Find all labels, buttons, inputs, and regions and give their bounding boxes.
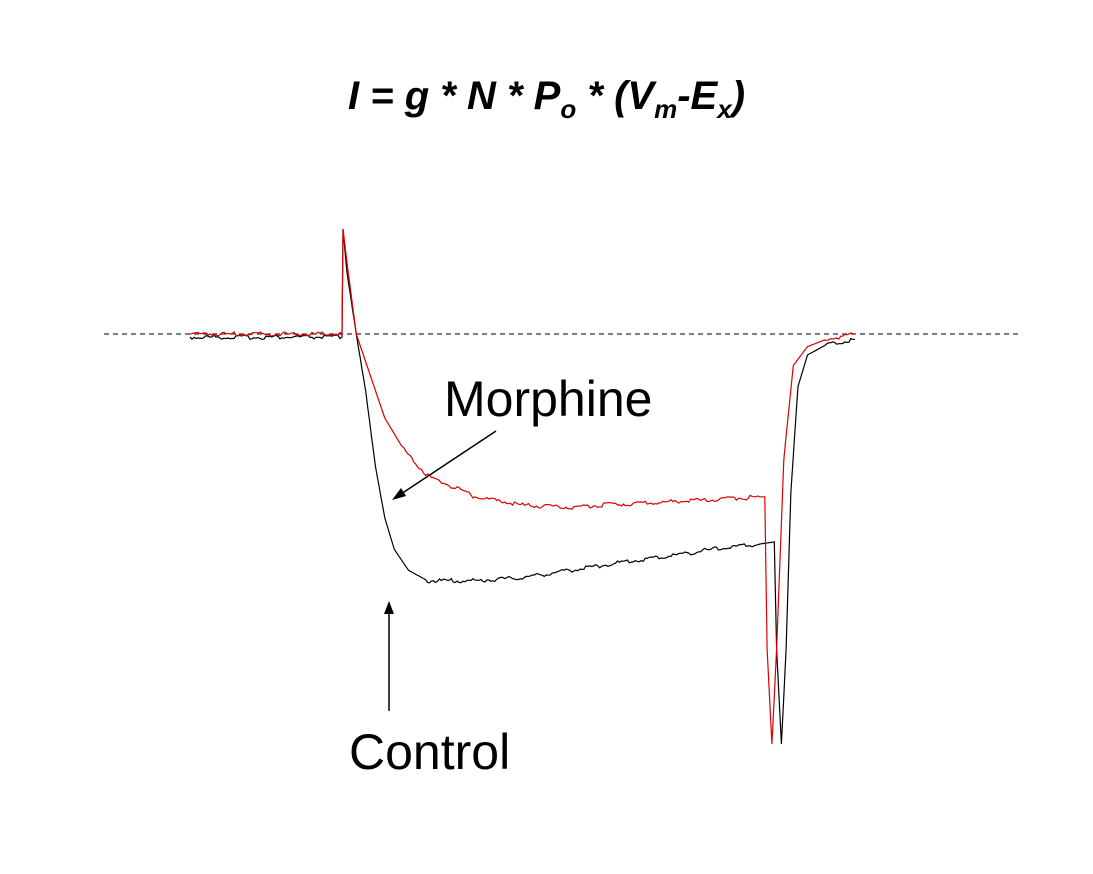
eq-reversal: E bbox=[690, 74, 718, 118]
eq-voltage-sub: m bbox=[654, 94, 678, 124]
eq-channels: N bbox=[466, 74, 496, 118]
annotation-morphine: Morphine bbox=[444, 371, 653, 427]
trace-morphine bbox=[189, 228, 855, 745]
eq-open-prob-sub: o bbox=[560, 94, 577, 124]
eq-reversal-sub: x bbox=[717, 94, 732, 124]
eq-times: * bbox=[587, 74, 603, 118]
eq-conductance: g bbox=[404, 74, 430, 118]
morphine-arrow bbox=[397, 430, 497, 497]
trace-control bbox=[189, 228, 856, 745]
control-arrowhead bbox=[384, 601, 394, 614]
equation: I = g * N * Po * (Vm-Ex) bbox=[0, 74, 1093, 125]
eq-voltage: V bbox=[627, 74, 655, 118]
eq-times: * bbox=[440, 74, 456, 118]
eq-current: I bbox=[347, 74, 360, 118]
eq-driving-force: (Vm-Ex) bbox=[614, 74, 746, 124]
morphine-arrowhead bbox=[392, 488, 406, 500]
annotation-control: Control bbox=[349, 724, 511, 780]
eq-equals: = bbox=[370, 74, 394, 118]
eq-times: * bbox=[506, 74, 523, 118]
eq-open-prob: Po bbox=[533, 74, 577, 124]
